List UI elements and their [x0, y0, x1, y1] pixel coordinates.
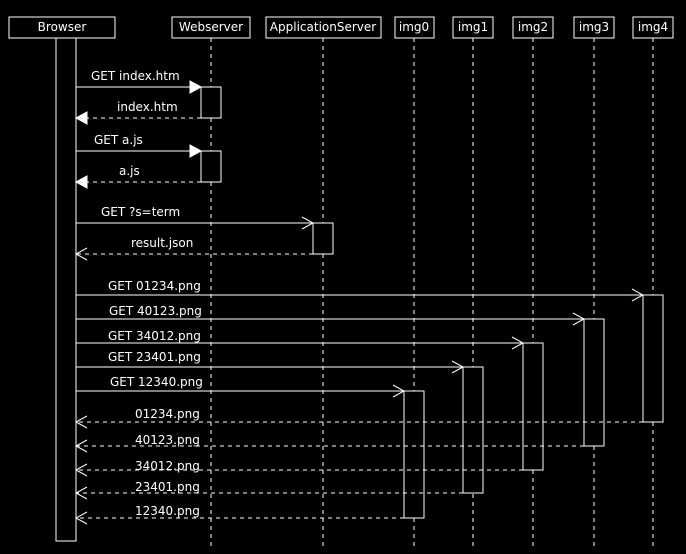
message-label-get-12340: GET 12340.png: [110, 375, 203, 389]
message-label-get-01234: GET 01234.png: [108, 279, 201, 293]
activation-img1: [462, 366, 484, 494]
participant-headers: Browser Webserver ApplicationServer img0…: [8, 16, 674, 39]
arrowhead-open: [74, 486, 88, 500]
arrowhead-open: [631, 288, 645, 302]
message-label-result-json: result.json: [131, 236, 193, 250]
message-label-get-ajs: GET a.js: [94, 133, 143, 147]
participant-label-browser: Browser: [38, 20, 87, 34]
participant-box-img1: [452, 16, 494, 39]
message-label-get-40123: GET 40123.png: [109, 304, 202, 318]
arrowhead-open: [451, 360, 465, 374]
participant-box-webserver: [171, 16, 251, 39]
arrowhead-open: [74, 511, 88, 525]
participant-label-img2: img2: [518, 20, 548, 34]
activation-img0: [403, 390, 425, 519]
activation-webserver-2: [200, 150, 222, 183]
arrowhead-open: [74, 415, 88, 429]
participant-box-img4: [632, 16, 674, 39]
arrowhead-open: [301, 216, 315, 230]
arrowhead-filled: [189, 80, 203, 94]
lifelines: [210, 38, 654, 548]
participant-label-img4: img4: [638, 20, 668, 34]
arrowhead-open: [572, 312, 586, 326]
participant-label-img0: img0: [399, 20, 429, 34]
message-label-get-search: GET ?s=term: [101, 205, 180, 219]
arrowhead-filled: [74, 175, 88, 189]
message-label-return-01234: 01234.png: [135, 407, 200, 421]
participant-box-img2: [512, 16, 554, 39]
message-label-get-23401: GET 23401.png: [108, 350, 201, 364]
message-label-return-12340: 12340.png: [135, 504, 200, 518]
message-label-index-return: index.htm: [117, 100, 178, 114]
activation-img4: [642, 294, 664, 423]
participant-label-webserver: Webserver: [179, 20, 243, 34]
participant-box-img0: [394, 16, 435, 39]
arrowhead-filled: [74, 111, 88, 125]
message-label-ajs-return: a.js: [119, 164, 140, 178]
activations: [55, 37, 664, 542]
participant-label-applicationserver: ApplicationServer: [270, 20, 376, 34]
message-label-return-23401: 23401.png: [135, 480, 200, 494]
arrowhead-open: [74, 247, 88, 261]
activation-webserver-1: [200, 86, 222, 119]
participant-box-img3: [573, 16, 615, 39]
message-label-return-40123: 40123.png: [135, 433, 200, 447]
arrowhead-open: [392, 384, 406, 398]
activation-img3: [583, 318, 605, 447]
arrowhead-filled: [189, 144, 203, 158]
arrowhead-open: [74, 439, 88, 453]
message-label-return-34012: 34012.png: [135, 459, 200, 473]
participant-label-img3: img3: [579, 20, 609, 34]
activation-img2: [522, 342, 544, 471]
message-label-get-34012: GET 34012.png: [108, 329, 201, 343]
participant-box-applicationserver: [265, 16, 382, 39]
arrowhead-open: [511, 336, 525, 350]
participant-label-img1: img1: [458, 20, 488, 34]
message-label-get-index: GET index.htm: [91, 69, 180, 83]
activation-browser: [55, 37, 77, 542]
messages: GET index.htm index.htm GET a.js a.js GE…: [74, 69, 645, 525]
activation-applicationserver: [312, 222, 334, 255]
arrowhead-open: [74, 463, 88, 477]
